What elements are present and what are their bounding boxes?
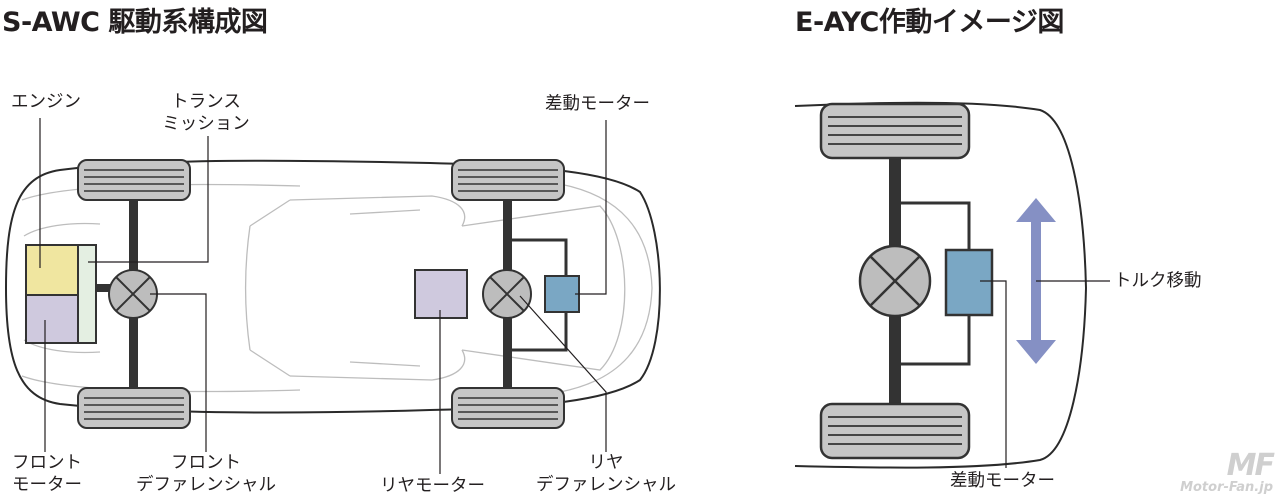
rear-right-tire: [451, 387, 565, 429]
label-front-motor: フロント モーター: [12, 453, 82, 495]
label-diff-motor-right: 差動モーター: [950, 471, 1055, 491]
eayc-top-tire: [819, 102, 971, 160]
eayc-differential: [858, 244, 932, 318]
car-body: [4, 159, 661, 414]
label-front-differential: フロント デファレンシャル: [136, 453, 276, 495]
eayc-bottom-tire: [819, 402, 971, 460]
rear-left-tire: [451, 159, 565, 201]
label-rear-motor: リヤモーター: [380, 476, 485, 496]
transmission-block: [77, 244, 97, 344]
title-s-awc: S-AWC 駆動系構成図: [2, 7, 268, 38]
watermark: MF Motor-Fan.jp: [1180, 448, 1275, 495]
rear-motor-bracket: [512, 238, 568, 352]
front-left-tire: [77, 159, 191, 201]
label-engine: エンジン: [11, 92, 81, 112]
label-transmission: トランス ミッション: [162, 92, 250, 134]
eayc-motor-bracket: [901, 201, 971, 366]
engine-block: [25, 244, 79, 296]
rear-differential: [482, 269, 532, 319]
rear-motor-block: [414, 269, 468, 319]
title-e-ayc: E-AYC作動イメージ図: [795, 7, 1064, 38]
front-motor-block: [25, 294, 79, 344]
label-rear-differential: リヤ デファレンシャル: [536, 453, 676, 495]
leader-lines-right: [980, 280, 1110, 468]
leader-lines-left: [39, 118, 607, 474]
rear-diff-motor-block: [544, 275, 580, 313]
front-differential: [108, 269, 158, 319]
watermark-site: Motor-Fan.jp: [1180, 480, 1273, 495]
front-right-tire: [77, 387, 191, 429]
right-car-body: [794, 101, 1088, 469]
watermark-logo: MF: [1226, 448, 1275, 483]
label-torque-transfer: トルク移動: [1114, 271, 1202, 291]
eayc-diff-motor-block: [944, 248, 994, 317]
label-diff-motor-left: 差動モーター: [545, 94, 650, 114]
